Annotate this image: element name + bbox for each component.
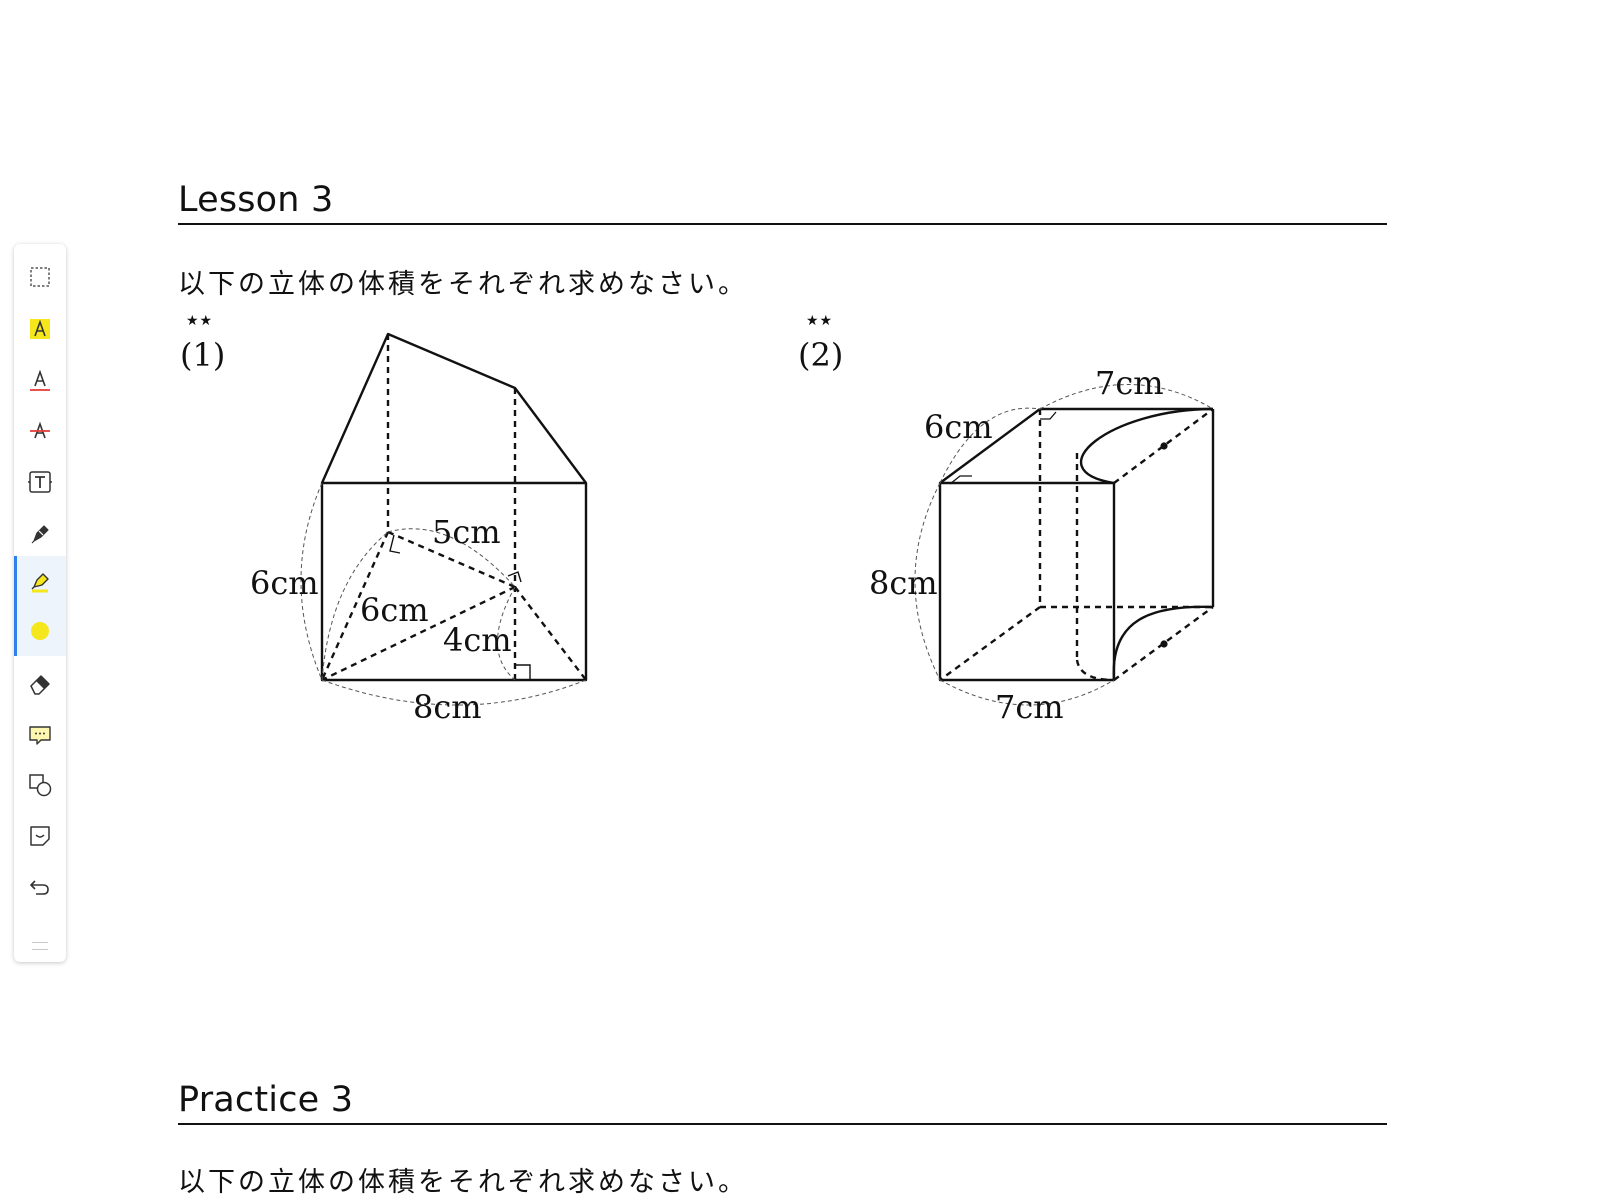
- shapes-button[interactable]: [14, 760, 66, 810]
- label-8cm-height: 8cm: [869, 564, 938, 602]
- annotation-toolbar: [14, 244, 66, 962]
- pen-button[interactable]: [14, 508, 66, 558]
- sticker-button[interactable]: [14, 811, 66, 861]
- text-underline-icon: [30, 369, 50, 391]
- color-swatch-icon: [31, 622, 49, 640]
- eraser-icon: [30, 675, 50, 695]
- highlighter-icon: [31, 573, 49, 593]
- difficulty-stars: ★★: [806, 313, 834, 329]
- label-5cm: 5cm: [432, 513, 501, 551]
- shapes-icon: [29, 774, 52, 797]
- sticker-icon: [30, 826, 50, 846]
- highlighter-button[interactable]: [14, 556, 66, 606]
- text-highlight-button[interactable]: [14, 304, 66, 354]
- practice-instruction: 以下の立体の体積をそれぞれ求めなさい。: [178, 1167, 748, 1198]
- label-7cm-top: 7cm: [1095, 364, 1164, 402]
- lesson-title: Lesson 3: [178, 180, 334, 220]
- practice-title-rule: [178, 1123, 1387, 1125]
- figure-box-with-half-cylinder-cut: 7cm 6cm 8cm 7cm: [869, 364, 1215, 726]
- label-6cm-diag: 6cm: [360, 591, 429, 629]
- lasso-select-button[interactable]: [14, 252, 66, 302]
- highlight-color-button[interactable]: [14, 606, 66, 656]
- label-6cm-depth: 6cm: [924, 408, 993, 446]
- lesson-title-rule: [178, 223, 1387, 225]
- lesson-instruction: 以下の立体の体積をそれぞれ求めなさい。: [178, 269, 748, 300]
- problem-number: (1): [180, 336, 226, 374]
- label-8cm-bottom: 8cm: [413, 688, 482, 726]
- comment-button[interactable]: [14, 710, 66, 760]
- practice-title: Practice 3: [178, 1080, 354, 1120]
- difficulty-stars: ★★: [186, 313, 214, 329]
- comment-icon: [29, 726, 51, 745]
- undo-icon: [30, 880, 49, 895]
- problem-number: (2): [798, 336, 844, 374]
- eraser-button[interactable]: [14, 658, 66, 708]
- text-strikethrough-icon: [30, 421, 50, 439]
- undo-button[interactable]: [14, 862, 66, 912]
- label-6cm-height: 6cm: [250, 564, 319, 602]
- text-highlight-icon: [30, 319, 50, 339]
- text-box-icon: [28, 471, 52, 493]
- toolbar-drag-handle[interactable]: [32, 942, 48, 950]
- label-7cm-bottom: 7cm: [995, 688, 1064, 726]
- label-4cm: 4cm: [443, 621, 512, 659]
- pen-icon: [31, 525, 49, 544]
- text-box-button[interactable]: [14, 457, 66, 507]
- text-underline-button[interactable]: [14, 356, 66, 406]
- text-strikethrough-button[interactable]: [14, 406, 66, 456]
- lasso-select-icon: [30, 267, 50, 287]
- figure-triangular-prism: 5cm 6cm 6cm 4cm 8cm: [250, 332, 588, 726]
